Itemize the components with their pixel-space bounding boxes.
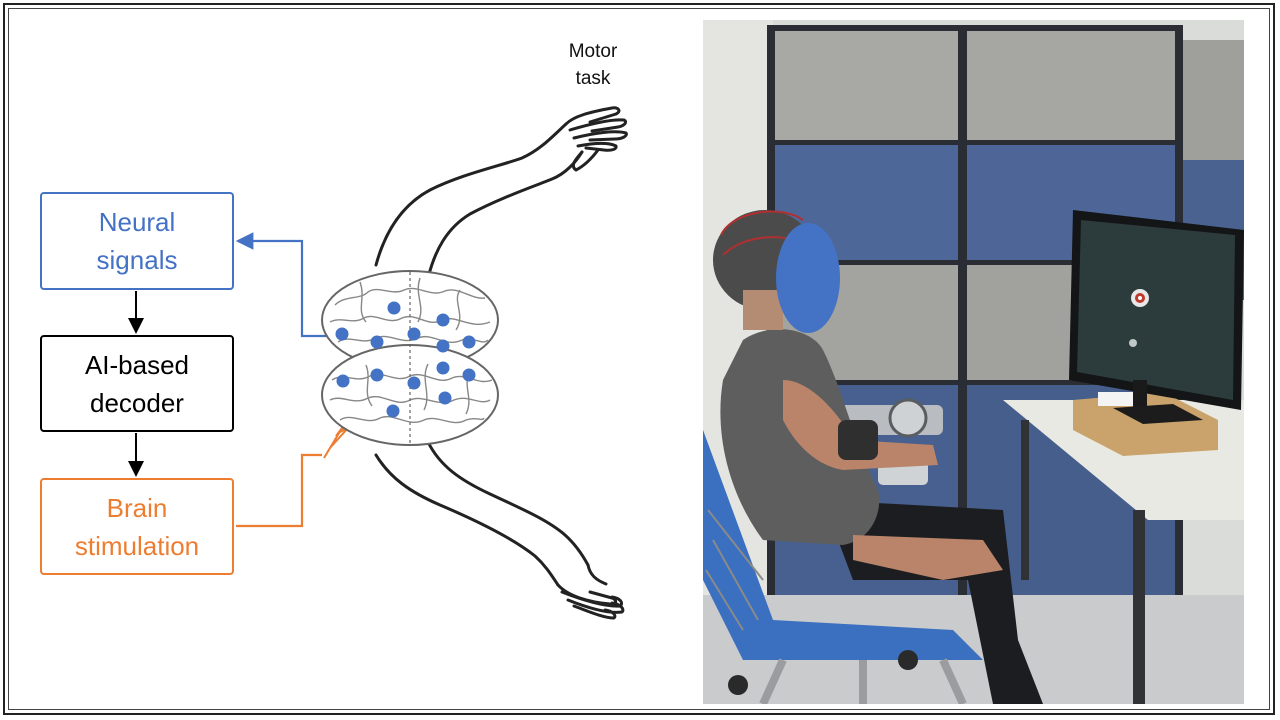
electrode-dot xyxy=(407,376,421,390)
inner-frame xyxy=(8,8,1270,710)
decoder-box: AI-based decoder xyxy=(40,335,234,432)
electrode-dot xyxy=(336,374,350,388)
setup-photo xyxy=(703,20,1244,704)
electrode-dot xyxy=(370,335,384,349)
setup-photo-drawing xyxy=(703,20,1244,704)
brain-stimulation-box: Brain stimulation xyxy=(40,478,234,575)
electrode-dot xyxy=(436,313,450,327)
electrodes xyxy=(335,301,476,418)
brain-stimulation-label: Brain stimulation xyxy=(74,492,200,561)
face-cover xyxy=(776,223,840,333)
upper-arm-drawing xyxy=(374,106,628,280)
electrode-dot xyxy=(462,368,476,382)
outer-frame xyxy=(3,3,1275,715)
electrode-dot xyxy=(387,301,401,315)
electrode-dot xyxy=(462,335,476,349)
electrode-dot xyxy=(436,361,450,375)
brain-drawing xyxy=(321,270,499,446)
electrode-dot xyxy=(407,327,421,341)
decoder-label: AI-based decoder xyxy=(84,349,190,418)
neural-signals-label: Neural signals xyxy=(96,207,178,275)
lower-arm-drawing xyxy=(374,440,625,620)
motor-task-label: Motor task xyxy=(568,41,618,89)
signal-arrow xyxy=(235,232,338,338)
electrode-dot xyxy=(436,339,450,353)
stimulation-line xyxy=(236,453,322,528)
electrode-dot xyxy=(370,368,384,382)
electrode-dot xyxy=(386,404,400,418)
neural-signals-box: Neural signals xyxy=(40,192,234,290)
electrode-dot xyxy=(438,391,452,405)
electrode-dot xyxy=(335,327,349,341)
